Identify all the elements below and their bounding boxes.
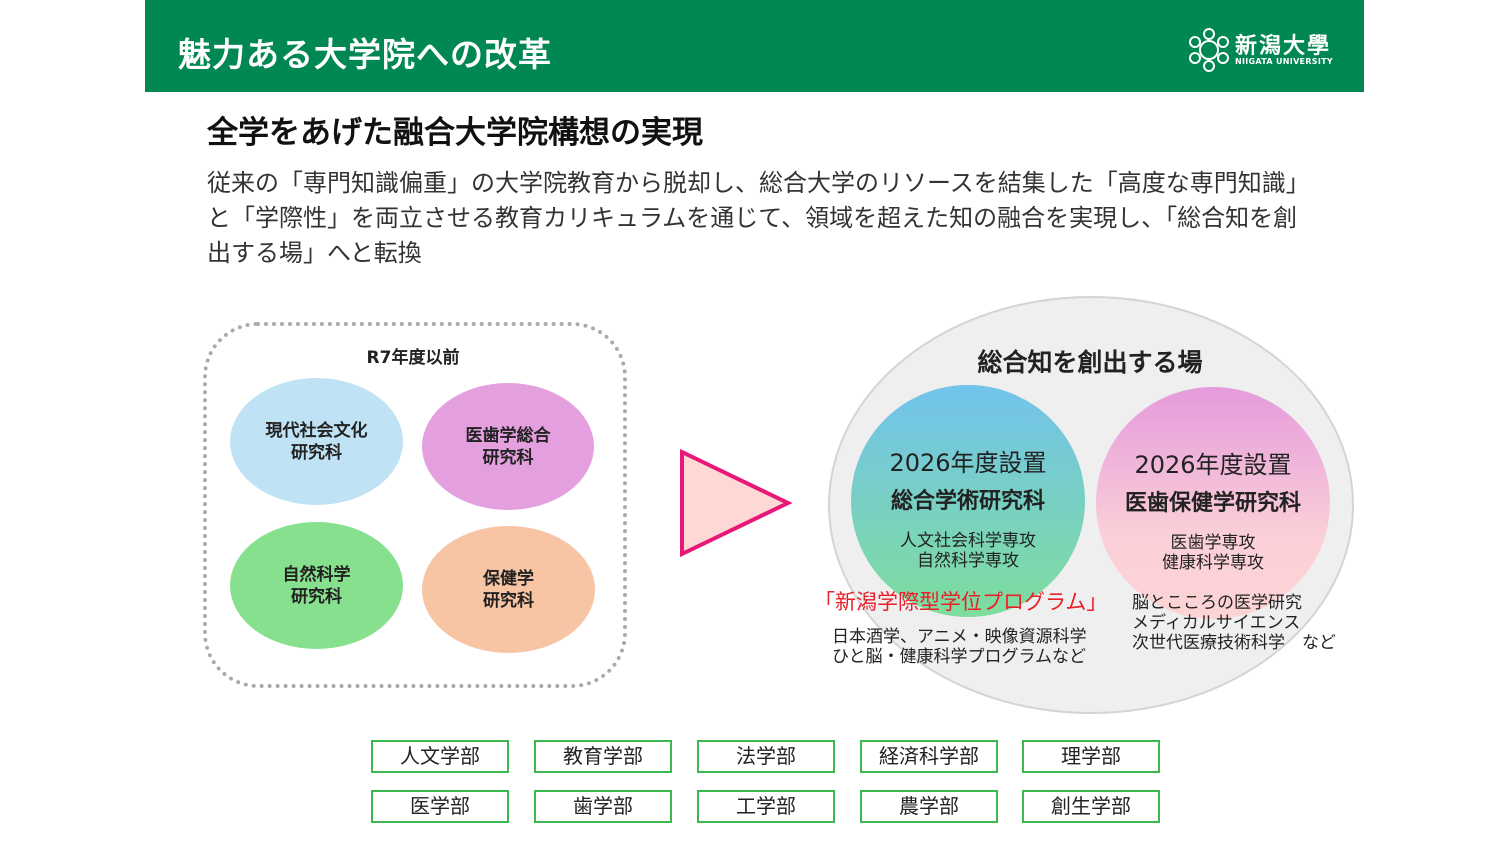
subtitle: 全学をあげた融合大学院構想の実現	[207, 115, 703, 151]
school-ishika: 医歯学総合研究科	[422, 383, 594, 510]
logo-text-en: NIIGATA UNIVERSITY	[1235, 57, 1333, 66]
school-hoken: 保健学研究科	[422, 526, 595, 653]
school-shizen: 自然科学研究科	[230, 522, 403, 649]
slide-title: 魅力ある大学院への改革	[178, 35, 552, 74]
university-logo: 新潟大學 NIIGATA UNIVERSITY	[1187, 26, 1347, 74]
grad-school-sogo: 2026年度設置 総合学術研究科 人文社会科学専攻自然科学専攻	[851, 385, 1085, 617]
faculty-box: 理学部	[1022, 740, 1160, 773]
faculty-box: 工学部	[697, 790, 835, 823]
faculty-box: 農学部	[860, 790, 998, 823]
program-title: 「新潟学際型学位プログラム」	[814, 590, 1108, 614]
header-bar: 魅力ある大学院への改革 新潟大學 NIIGATA UNIVERSITY	[145, 0, 1364, 92]
faculty-box: 経済科学部	[860, 740, 998, 773]
description: 従来の「専門知識偏重」の大学院教育から脱却し、総合大学のリソースを結集した「高度…	[207, 169, 1310, 267]
after-title: 総合知を創出する場	[977, 348, 1203, 377]
program-list: 日本酒学、アニメ・映像資源科学ひと脳・健康科学プログラムなど	[832, 627, 1087, 667]
grad-school-ishihoken: 2026年度設置 医歯保健学研究科 医歯学専攻健康科学専攻	[1096, 387, 1330, 619]
research-list: 脳とこころの医学研究メディカルサイエンス次世代医療技術科学 など	[1132, 593, 1336, 653]
school-gendai: 現代社会文化研究科	[230, 378, 403, 505]
before-label: R7年度以前	[366, 348, 460, 368]
logo-emblem-icon	[1189, 28, 1229, 72]
faculty-box: 歯学部	[534, 790, 672, 823]
faculty-box: 創生学部	[1022, 790, 1160, 823]
faculty-box: 医学部	[371, 790, 509, 823]
faculty-box: 人文学部	[371, 740, 509, 773]
logo-text-jp: 新潟大學	[1235, 34, 1332, 59]
faculty-box: 法学部	[697, 740, 835, 773]
arrow-right-icon	[680, 448, 793, 558]
before-box	[203, 322, 627, 688]
faculty-box: 教育学部	[534, 740, 672, 773]
